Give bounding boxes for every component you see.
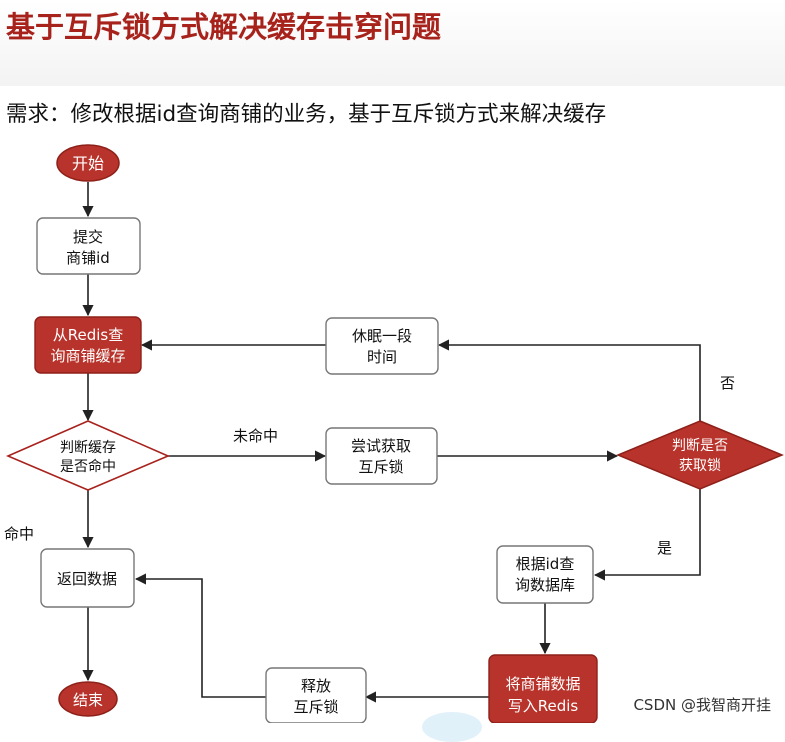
node-return-data-label: 返回数据 bbox=[57, 570, 117, 588]
node-try-lock-line1: 尝试获取 bbox=[351, 437, 411, 455]
page-title: 基于互斥锁方式解决缓存击穿问题 bbox=[6, 10, 442, 44]
node-try-lock: 尝试获取 互斥锁 bbox=[325, 427, 438, 485]
node-release: 释放 互斥锁 bbox=[265, 667, 367, 723]
node-sleep-line2: 时间 bbox=[367, 348, 397, 366]
node-judge-lock-line1: 判断是否 bbox=[672, 438, 728, 454]
node-query-cache-line1: 从Redis查 bbox=[53, 326, 123, 344]
node-query-db-line1: 根据id查 bbox=[516, 555, 575, 573]
label-miss: 未命中 bbox=[233, 427, 278, 445]
node-judge-hit-line1: 判断缓存 bbox=[60, 440, 116, 456]
title-banner bbox=[0, 0, 785, 86]
node-submit: 提交 商铺id bbox=[36, 217, 141, 275]
node-write-redis: 将商铺数据 写入Redis bbox=[488, 654, 598, 723]
node-submit-line1: 提交 bbox=[73, 228, 103, 246]
edges bbox=[82, 182, 701, 703]
node-query-cache-line2: 询商铺缓存 bbox=[50, 347, 125, 365]
node-query-db-line2: 询数据库 bbox=[515, 576, 575, 594]
edge-judgelock-querydb bbox=[593, 489, 701, 581]
node-release-line2: 互斥锁 bbox=[293, 698, 338, 716]
label-no: 否 bbox=[720, 374, 735, 392]
watermark: CSDN @我智商开挂 bbox=[633, 696, 771, 714]
node-query-cache: 从Redis查 询商铺缓存 bbox=[34, 316, 142, 374]
label-hit: 命中 bbox=[4, 525, 34, 543]
node-query-db: 根据id查 询数据库 bbox=[496, 545, 594, 604]
edge-judgelock-sleep bbox=[437, 339, 701, 421]
node-start-label: 开始 bbox=[72, 154, 104, 173]
label-yes: 是 bbox=[657, 539, 672, 557]
node-try-lock-line2: 互斥锁 bbox=[358, 458, 403, 476]
node-release-line1: 释放 bbox=[301, 677, 331, 695]
node-return-data: 返回数据 bbox=[40, 548, 135, 608]
node-judge-lock: 判断是否 获取锁 bbox=[616, 420, 784, 490]
node-judge-hit-line2: 是否命中 bbox=[60, 458, 116, 475]
flowchart: 未命中 命中 否 是 开始 提交 商铺id 从Redis查 询商铺缓存 休眠一段… bbox=[4, 144, 784, 723]
node-judge-lock-line2: 获取锁 bbox=[679, 458, 721, 474]
node-start: 开始 bbox=[56, 144, 120, 182]
node-write-redis-line2: 写入Redis bbox=[508, 697, 579, 715]
edge-release-return bbox=[134, 573, 266, 698]
node-end: 结束 bbox=[58, 681, 118, 717]
node-submit-line2: 商铺id bbox=[66, 249, 110, 267]
watermark-decoration bbox=[422, 712, 482, 742]
requirement-text: 需求：修改根据id查询商铺的业务，基于互斥锁方式来解决缓存 bbox=[6, 102, 607, 127]
node-end-label: 结束 bbox=[73, 691, 103, 709]
node-judge-hit: 判断缓存 是否命中 bbox=[5, 420, 171, 491]
node-sleep: 休眠一段 时间 bbox=[325, 317, 439, 375]
node-sleep-line1: 休眠一段 bbox=[352, 327, 412, 345]
node-write-redis-line1: 将商铺数据 bbox=[505, 675, 580, 693]
